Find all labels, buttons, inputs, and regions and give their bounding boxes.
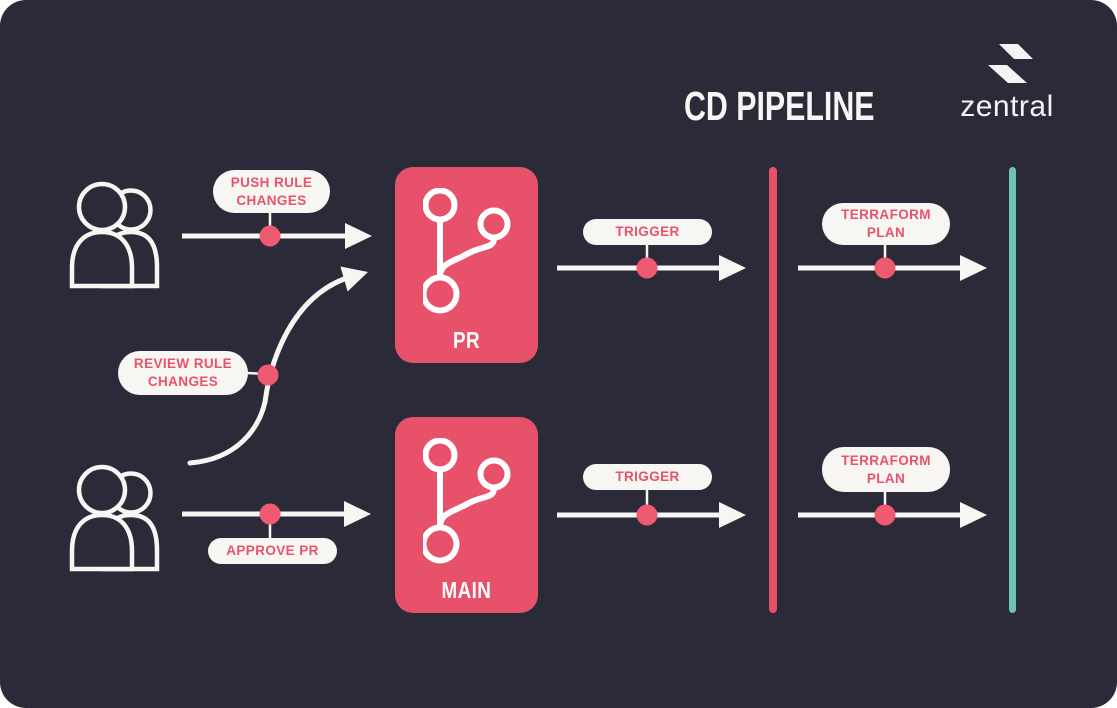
event-dot <box>257 364 279 386</box>
event-dot <box>259 503 281 525</box>
label-review-rule-changes: REVIEW RULE CHANGES <box>118 351 248 395</box>
label-push-rule-changes: PUSH RULE CHANGES <box>213 170 330 213</box>
git-branch-icon <box>423 188 511 314</box>
label-approve-pr: APPROVE PR <box>208 538 337 564</box>
git-branch-icon <box>423 438 511 564</box>
label-trigger-pr: TRIGGER <box>583 219 712 245</box>
label-terraform-plan-main: TERRAFORM PLAN <box>822 447 950 492</box>
two-users-icon <box>69 181 160 289</box>
label-trigger-main: TRIGGER <box>583 464 712 490</box>
brand-name: zentral <box>960 90 1054 123</box>
arrow-review-curve <box>187 266 368 466</box>
event-dot <box>636 504 658 526</box>
two-users-icon <box>69 464 160 572</box>
zentral-logo-icon <box>988 44 1033 83</box>
event-dot <box>874 504 896 526</box>
branch-label-pr: PR <box>452 327 481 353</box>
event-dot <box>259 225 281 247</box>
event-dot <box>636 257 658 279</box>
event-dots <box>257 225 896 526</box>
page-title: CD PIPELINE <box>684 83 875 129</box>
event-dot <box>874 257 896 279</box>
branch-box-pr: PR <box>395 167 538 363</box>
stage-divider-teal <box>1009 167 1016 613</box>
stage-divider-red <box>769 167 777 613</box>
branch-box-main: MAIN <box>395 417 538 613</box>
label-terraform-plan-pr: TERRAFORM PLAN <box>822 203 950 245</box>
branch-label-main: MAIN <box>441 577 492 603</box>
pill-connectors <box>246 212 887 539</box>
